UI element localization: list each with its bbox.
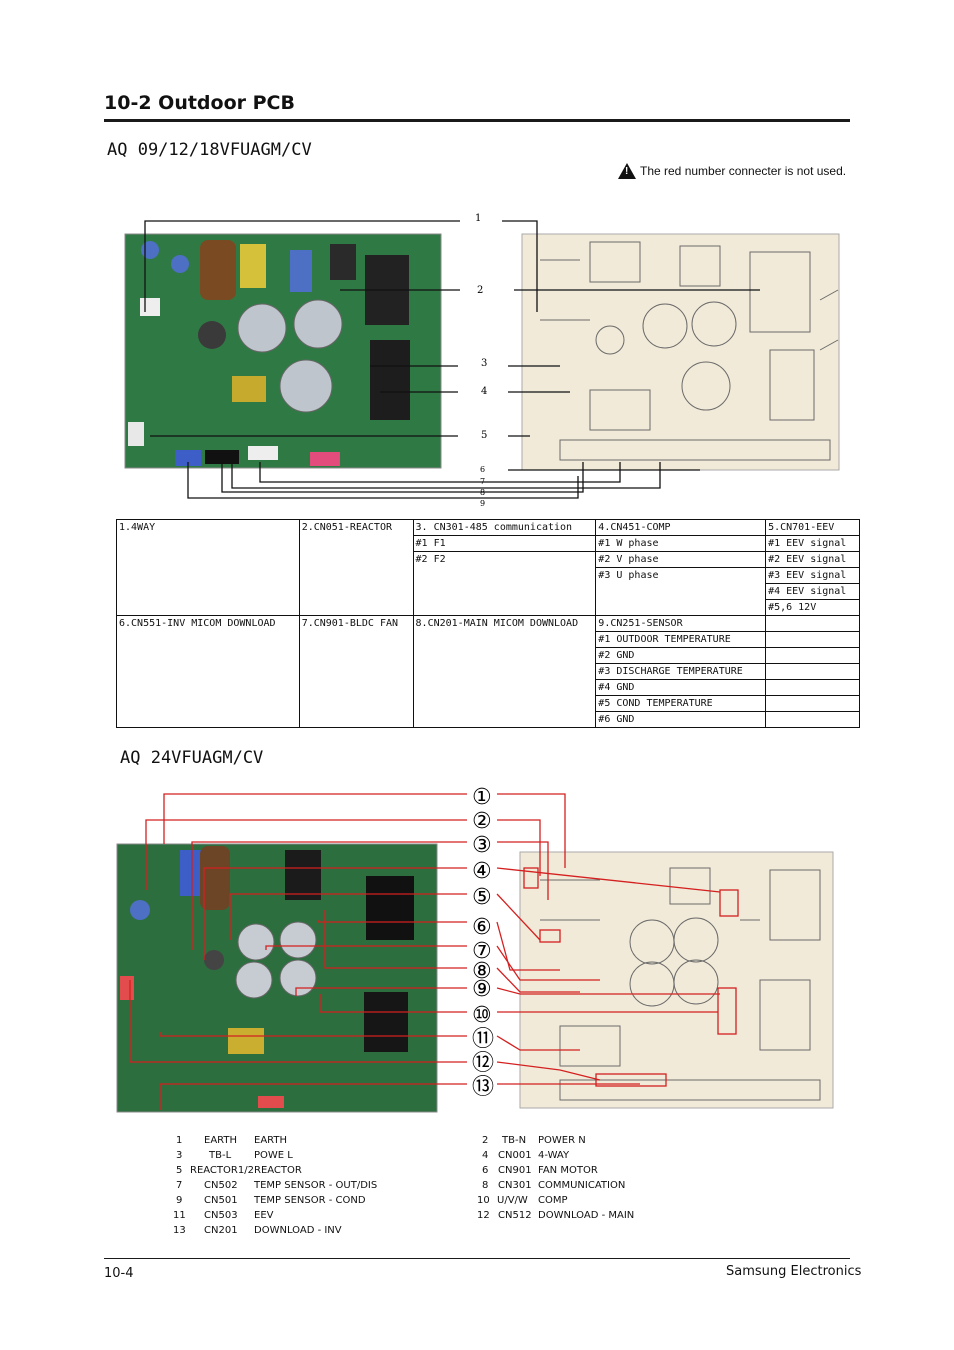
cell-empty-1	[765, 615, 860, 632]
cell-eev1: #1 EEV signal	[765, 535, 860, 552]
cell-eev2: #2 EEV signal	[765, 551, 860, 568]
pcb-figure-b: ① ② ③ ④ ⑤ ⑥ ⑦ ⑧ ⑨ ⑩ ⑪ ⑫ ⑬	[116, 785, 834, 1113]
callout-b-10: ⑩	[472, 1003, 492, 1028]
cell-inv-download: 6.CN551-INV MICOM DOWNLOAD	[116, 615, 300, 728]
cell-eev3: #3 EEV signal	[765, 567, 860, 584]
cell-main-download: 8.CN201-MAIN MICOM DOWNLOAD	[412, 615, 597, 728]
callout-a-8: 8	[480, 488, 485, 497]
cell-u-phase: #3 U phase	[595, 567, 767, 616]
pcb-drawing-a-outlines	[540, 241, 839, 461]
connector-table-a: 1.4WAY 2.CN051-REACTOR 3. CN301-485 comm…	[116, 519, 860, 728]
cell-empty-7	[765, 711, 860, 728]
connector-legend-b: 1 EARTH EARTH 2 TB-N POWER N 3 TB-L POWE…	[173, 1135, 635, 1236]
callout-a-2: 2	[477, 285, 483, 296]
model-title-a: AQ 09/12/18VFUAGM/CV	[107, 140, 312, 160]
cell-4way: 1.4WAY	[116, 519, 300, 616]
cell-sensor: 9.CN251-SENSOR	[595, 615, 767, 632]
header-rule	[104, 119, 850, 122]
cell-empty-5	[765, 679, 860, 696]
cell-eev: 5.CN701-EEV	[765, 519, 860, 536]
section-title: 10-2 Outdoor PCB	[104, 92, 295, 114]
callout-lines-a	[144, 220, 760, 499]
cell-empty-6	[765, 695, 860, 712]
cell-f2: #2 F2	[412, 551, 597, 616]
callout-a-9: 9	[480, 499, 485, 508]
cell-gnd-2: #2 GND	[595, 647, 767, 664]
cell-empty-2	[765, 631, 860, 648]
footer-rule	[104, 1258, 850, 1259]
callout-b-2: ②	[472, 809, 492, 834]
callout-b-3: ③	[472, 833, 492, 858]
callout-a-6: 6	[480, 465, 485, 474]
pcb-figure-a: 1 2 3 4 5 6 7 8 9	[124, 213, 840, 508]
callout-a-7: 7	[480, 477, 485, 486]
note-text: The red number connecter is not used.	[640, 164, 847, 178]
cell-485: 3. CN301-485 communication	[412, 519, 597, 536]
callout-a-1: 1	[475, 213, 481, 224]
callout-a-4: 4	[481, 386, 487, 397]
callout-a-5: 5	[481, 430, 487, 441]
warning-icon	[618, 163, 636, 179]
model-title-b: AQ 24VFUAGM/CV	[120, 748, 264, 768]
cell-gnd-4: #4 GND	[595, 679, 767, 696]
callout-b-6: ⑥	[472, 915, 492, 940]
cell-comp: 4.CN451-COMP	[595, 519, 767, 536]
cell-reactor: 2.CN051-REACTOR	[298, 519, 414, 616]
pcb-photo-b-components	[120, 846, 414, 1108]
callout-b-9: ⑨	[472, 977, 492, 1002]
unused-connector-note: The red number connecter is not used.	[618, 163, 846, 179]
cell-w-phase: #1 W phase	[595, 535, 767, 552]
cell-outdoor-temp: #1 OUTDOOR TEMPERATURE	[595, 631, 767, 648]
callout-b-7: ⑦	[472, 939, 492, 964]
footer-company: Samsung Electronics	[726, 1264, 862, 1279]
callout-b-13: ⑬	[472, 1075, 494, 1100]
callout-lines-b	[129, 793, 739, 1110]
callout-numbers-b: ① ② ③ ④ ⑤ ⑥ ⑦ ⑧ ⑨ ⑩ ⑪ ⑫ ⑬	[472, 785, 494, 1100]
cell-discharge-temp: #3 DISCHARGE TEMPERATURE	[595, 663, 767, 680]
callout-b-11: ⑪	[472, 1027, 494, 1052]
cell-empty-4	[765, 663, 860, 680]
callout-b-1: ①	[472, 785, 492, 810]
page-number: 10-4	[104, 1266, 134, 1281]
cell-empty-3	[765, 647, 860, 664]
callout-b-4: ④	[472, 859, 492, 884]
cell-bldc-fan: 7.CN901-BLDC FAN	[298, 615, 414, 728]
cell-v-phase: #2 V phase	[595, 551, 767, 568]
cell-eev-12v: #5,6 12V	[765, 599, 860, 616]
callout-numbers-a: 1 2 3 4 5 6 7 8 9	[475, 213, 487, 508]
cell-f1: #1 F1	[412, 535, 597, 552]
callout-b-12: ⑫	[472, 1051, 494, 1076]
callout-b-8: ⑧	[472, 959, 492, 984]
callout-a-3: 3	[481, 358, 487, 369]
cell-gnd-6: #6 GND	[595, 711, 767, 728]
callout-b-5: ⑤	[472, 885, 492, 910]
cell-cond-temp: #5 COND TEMPERATURE	[595, 695, 767, 712]
cell-eev4: #4 EEV signal	[765, 583, 860, 600]
